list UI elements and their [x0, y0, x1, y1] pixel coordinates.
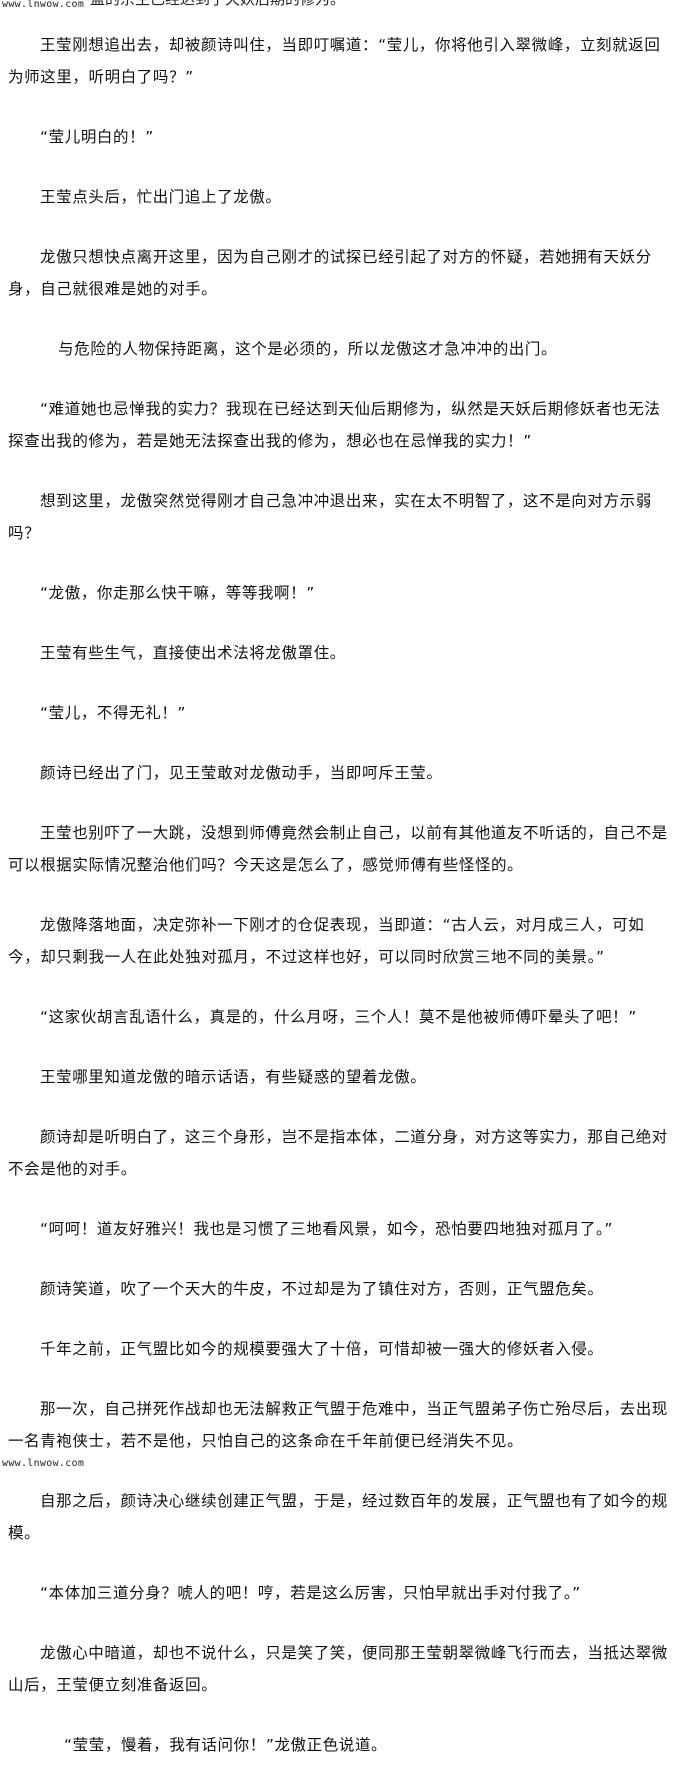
- paragraph: 王莹也别吓了一大跳，没想到师傅竟然会制止自己，以前有其他道友不听话的，自己不是可…: [8, 824, 668, 874]
- paragraph: “莹儿，不得无礼！”: [40, 704, 187, 722]
- paragraph: 龙傲降落地面，决定弥补一下刚才的仓促表现，当即道：“古人云，对月成三人，可如今，…: [8, 916, 645, 966]
- article-body: 王莹刚想追出去，却被颜诗叫住，当即叮嘱道：“莹儿，你将他引入翠微峰，立刻就返回为…: [0, 29, 680, 1789]
- paragraph: 千年之前，正气盟比如今的规模要强大了十倍，可惜却被一强大的修妖者入侵。: [40, 1340, 604, 1358]
- watermark-top: www.lnwow.com: [2, 0, 85, 10]
- watermark-bottom: www.lnwow.com: [2, 1458, 85, 1469]
- paragraph: “莹莹，慢着，我有话问你！”龙傲正色说道。: [64, 1736, 388, 1754]
- paragraph: 龙傲心中暗道，却也不说什么，只是笑了笑，便同那王莹朝翠微峰飞行而去，当抵达翠微山…: [8, 1644, 668, 1694]
- paragraph: “本体加三道分身？唬人的吧！哼，若是这么厉害，只怕早就出手对付我了。”: [40, 1584, 581, 1602]
- paragraph: 想到这里，龙傲突然觉得刚才自己急冲冲退出来，实在太不明智了，这不是向对方示弱吗？: [8, 492, 652, 542]
- paragraph: “呵呵！道友好雅兴！我也是习惯了三地看风景，如今，恐怕要四地独对孤月了。”: [40, 1220, 614, 1238]
- paragraph: 与危险的人物保持距离，这个是必须的，所以龙傲这才急冲冲的出门。: [58, 340, 558, 358]
- paragraph: 颜诗笑道，吹了一个天大的牛皮，不过却是为了镇住对方，否则，正气盟危矣。: [40, 1280, 604, 1298]
- paragraph: 王莹点头后，忙出门追上了龙傲。: [40, 188, 282, 206]
- paragraph: 王莹有些生气，直接使出术法将龙傲罩住。: [40, 644, 346, 662]
- paragraph: 王莹刚想追出去，却被颜诗叫住，当即叮嘱道：“莹儿，你将他引入翠微峰，立刻就返回为…: [8, 36, 661, 86]
- paragraph: 颜诗已经出了门，见王莹敢对龙傲动手，当即呵斥王莹。: [40, 764, 443, 782]
- paragraph: 王莹哪里知道龙傲的暗示话语，有些疑惑的望着龙傲。: [40, 1068, 427, 1086]
- paragraph: 龙傲只想快点离开这里，因为自己刚才的试探已经引起了对方的怀疑，若她拥有天妖分身，…: [8, 248, 652, 298]
- paragraph: “这家伙胡言乱语什么，真是的，什么月呀，三个人！莫不是他被师傅吓晕头了吧！”: [40, 1008, 637, 1026]
- paragraph: 颜诗却是听明白了，这三个身形，岂不是指本体，二道分身，对方这等实力，那自己绝对不…: [8, 1128, 668, 1178]
- paragraph: “难道她也忌惮我的实力？我现在已经达到天仙后期修为，纵然是天妖后期修妖者也无法探…: [8, 400, 661, 450]
- cutoff-line: 盟的宗主已经达到了天妖后期的修为。: [90, 0, 345, 9]
- paragraph: “莹儿明白的！”: [40, 128, 154, 146]
- paragraph: 那一次，自己拼死作战却也无法解救正气盟于危难中，当正气盟弟子伤亡殆尽后，去出现一…: [8, 1400, 668, 1450]
- paragraph: “龙傲，你走那么快干嘛，等等我啊！”: [40, 584, 315, 602]
- paragraph: 自那之后，颜诗决心继续创建正气盟，于是，经过数百年的发展，正气盟也有了如今的规模…: [8, 1492, 668, 1542]
